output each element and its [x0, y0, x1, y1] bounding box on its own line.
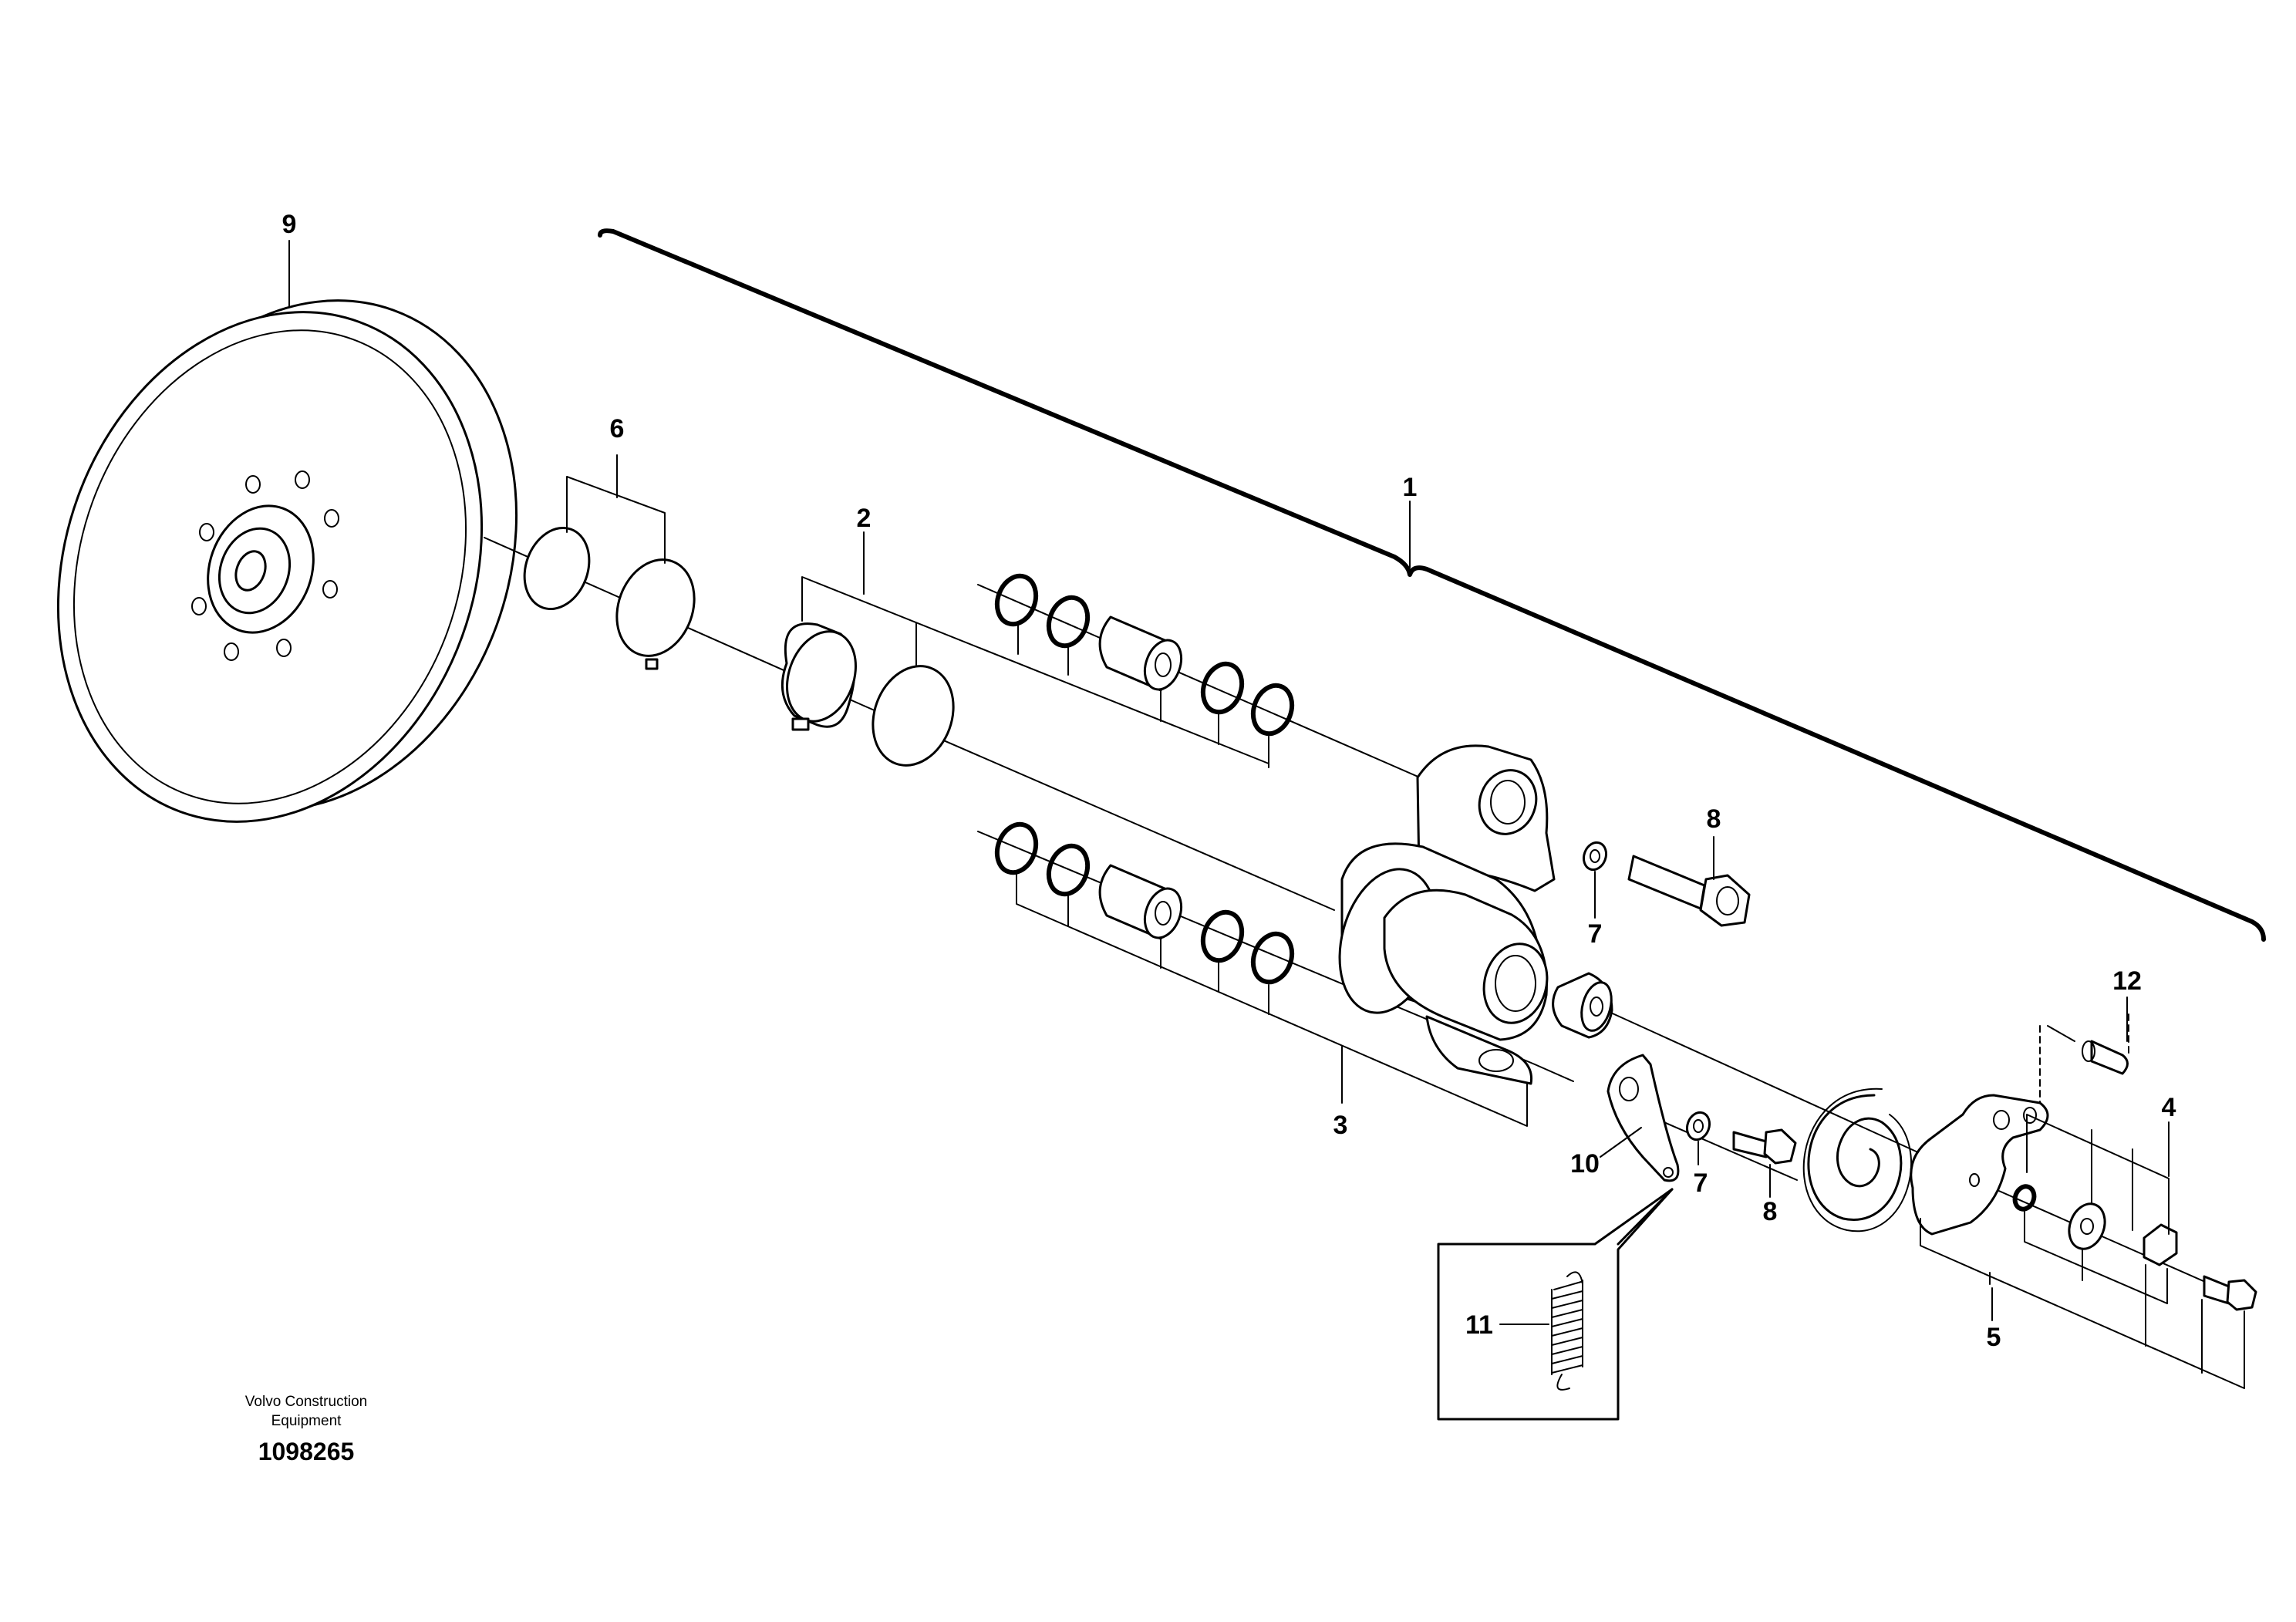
spiral-spring — [1802, 1088, 1913, 1233]
leader-lines — [288, 240, 2170, 1321]
callout-6: 6 — [610, 414, 625, 443]
pin-12 — [2039, 1013, 2129, 1115]
upper-bolt-8 — [1582, 836, 1751, 927]
drawing-footer: Volvo Construction Equipment 1098265 — [245, 1394, 367, 1465]
assembly-bracket-1 — [598, 228, 2266, 942]
callout-12: 12 — [2112, 966, 2142, 996]
upper-bushing-set — [994, 573, 1295, 768]
callout-4: 4 — [2162, 1093, 2176, 1122]
callout-1: 1 — [1403, 473, 1418, 502]
lower-bolt-8 — [1685, 1111, 1797, 1189]
callout-7-lower: 7 — [1694, 1168, 1708, 1198]
brand-line-1: Volvo Construction — [245, 1394, 367, 1410]
bearing-set-2 — [781, 531, 1269, 767]
callout-8-upper: 8 — [1707, 804, 1721, 834]
tensioner-arm-housing — [1338, 744, 1556, 1085]
callout-labels: 1 2 3 4 5 6 7 7 8 8 9 10 11 12 — [282, 210, 2176, 1352]
callout-7-upper: 7 — [1588, 919, 1603, 949]
drawing-number: 1098265 — [258, 1438, 355, 1465]
callout-8-lower: 8 — [1763, 1197, 1778, 1226]
callout-10: 10 — [1570, 1149, 1600, 1179]
callout-11: 11 — [1465, 1310, 1493, 1340]
callout-3: 3 — [1333, 1111, 1348, 1140]
thrust-washers-6 — [523, 454, 696, 670]
callout-2: 2 — [857, 504, 872, 533]
bracket-plate-10 — [1600, 1054, 1680, 1182]
brand-line-2: Equipment — [271, 1413, 342, 1429]
fastener-set-4-5 — [1920, 1114, 2257, 1389]
lower-bushing-set-3 — [994, 821, 1528, 1127]
arm-bracket — [1910, 1094, 2049, 1236]
spring-detail-box — [1437, 1188, 1674, 1421]
roller-bushing — [1552, 972, 1613, 1039]
callout-9: 9 — [282, 210, 297, 239]
drum-disc — [56, 299, 518, 823]
callout-5: 5 — [1987, 1323, 2001, 1352]
spring-11 — [1499, 1271, 1583, 1391]
